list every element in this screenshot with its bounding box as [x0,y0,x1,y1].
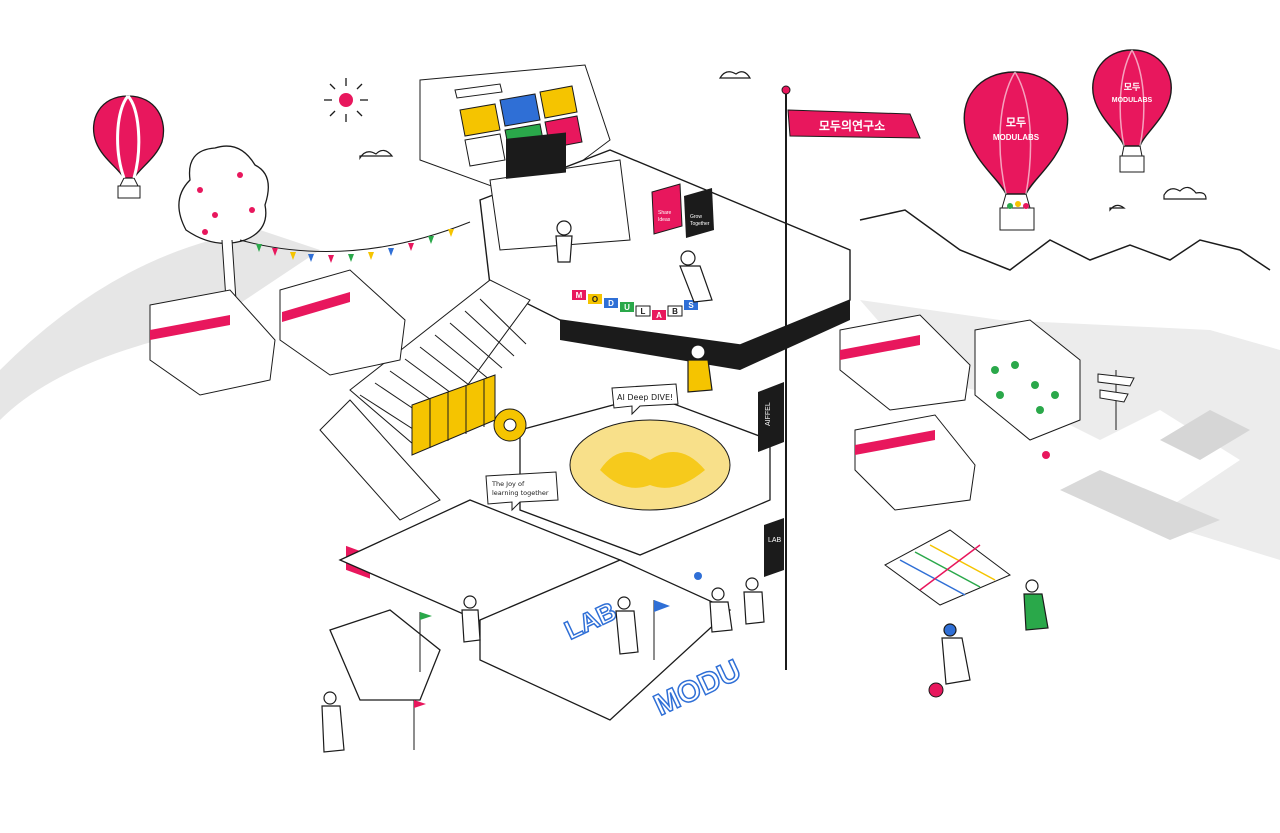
poster-text: Grow [690,214,702,220]
staircase [319,279,531,579]
camper-van-left [149,289,276,396]
balloon-logo-mark: 모두 [1006,116,1026,129]
camper-van-right [839,314,971,411]
person-figures [321,220,1049,753]
decorative-balls [694,451,1050,698]
camper-van-right-2 [854,414,976,511]
balloon-logo-text: MODULABS [993,133,1040,142]
camper-van-left-2 [279,269,406,376]
golf-flags [413,600,670,750]
speech-bubble-joy: The Joy of learning together [485,471,559,512]
sign-text: AIFFEL [765,402,772,426]
modulabs-floor-blocks: M O D U L A B S [572,290,698,320]
lower-floor [329,499,732,721]
svg-text:B: B [672,307,678,316]
mountains [859,209,1271,271]
sign-aiffel: AIFFEL [758,382,784,452]
speech-text: AI Deep DIVE! [617,393,673,402]
svg-text:S: S [688,301,694,310]
svg-text:O: O [592,295,598,304]
speech-text: learning together [492,489,549,497]
svg-text:L: L [641,307,646,316]
upper-platform [479,132,851,370]
poster-text: Share [658,210,672,216]
signpost [1097,370,1135,430]
greenhouse-shelf [974,319,1081,441]
svg-text:D: D [608,299,614,308]
sign-text: LAB [768,537,782,544]
deep-dive-pool [493,394,771,556]
speech-text: The Joy of [491,480,525,488]
hot-air-balloon-left [92,95,165,199]
clouds [359,71,1207,212]
speech-bubble-deep-dive: AI Deep DIVE! [611,383,679,416]
poster-text: Together [690,221,710,227]
svg-text:A: A [656,311,662,320]
svg-text:U: U [624,303,630,312]
flagpole [781,85,791,670]
bunting-flags [239,221,471,263]
sign-lab: LAB [764,518,784,577]
picnic-blanket [884,529,1011,606]
hot-air-balloon-modulabs-large: 모두 MODULABS [963,71,1069,231]
balloon-logo-text: MODULABS [1112,97,1153,104]
balloon-logo-mark: 모두 [1124,82,1141,92]
flag-text: 모두의연구소 [819,118,885,133]
hot-air-balloon-modulabs-small: 모두 MODULABS [1092,49,1172,173]
flag-modu-research: 모두의연구소 [787,109,921,139]
sun-icon [324,78,368,122]
svg-text:M: M [576,291,583,300]
poster-grow-together: Grow Together [684,188,714,238]
poster-share-ideas: Share Ideas [651,183,683,235]
poster-text: Ideas [658,217,671,223]
